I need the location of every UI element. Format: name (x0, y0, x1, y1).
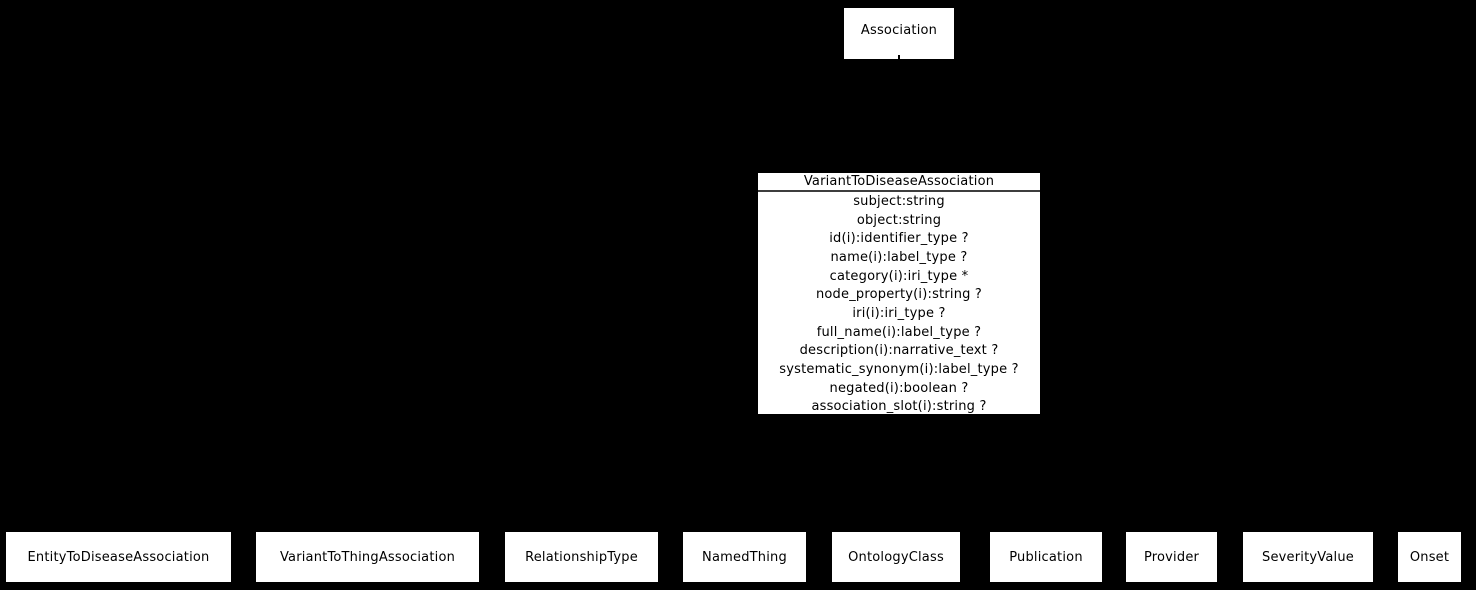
attribute-row: full_name(i):label_type ? (816, 324, 982, 340)
attribute-row: category(i):iri_type * (829, 268, 969, 284)
attribute-row: name(i):label_type ? (830, 249, 968, 265)
class-node-label: OntologyClass (848, 549, 944, 565)
attribute-row: iri(i):iri_type ? (852, 305, 946, 321)
attribute-row: systematic_synonym(i):label_type ? (779, 361, 1019, 377)
class-node-severity-value[interactable]: SeverityValue (1242, 531, 1374, 583)
class-node-association[interactable]: Association (843, 7, 955, 60)
class-node-onset[interactable]: Onset (1397, 531, 1462, 583)
attribute-row: negated(i):boolean ? (829, 380, 969, 396)
edge-stub (898, 55, 900, 59)
attribute-row: subject:string (853, 193, 945, 209)
class-node-label: SeverityValue (1262, 549, 1354, 565)
class-node-ontology-class[interactable]: OntologyClass (831, 531, 961, 583)
class-node-label: VariantToThingAssociation (279, 549, 456, 565)
class-node-label: NamedThing (702, 549, 787, 565)
class-node-variant-to-thing-association[interactable]: VariantToThingAssociation (255, 531, 480, 583)
class-node-entity-to-disease-association[interactable]: EntityToDiseaseAssociation (5, 531, 232, 583)
class-node-named-thing[interactable]: NamedThing (682, 531, 807, 583)
class-node-publication[interactable]: Publication (989, 531, 1103, 583)
attribute-row: association_slot(i):string ? (811, 399, 987, 415)
class-node-relationship-type[interactable]: RelationshipType (504, 531, 659, 583)
class-node-label: Provider (1143, 549, 1200, 565)
class-node-label: RelationshipType (525, 549, 638, 565)
attribute-list: subject:string object:string id(i):ident… (758, 192, 1040, 416)
attribute-row: id(i):identifier_type ? (829, 231, 969, 247)
attribute-row: object:string (856, 212, 942, 228)
attribute-row: node_property(i):string ? (815, 287, 983, 303)
class-title: VariantToDiseaseAssociation (758, 173, 1040, 192)
attribute-row: description(i):narrative_text ? (799, 343, 999, 359)
class-node-label: Publication (1009, 549, 1083, 565)
class-node-label: Onset (1409, 549, 1450, 565)
class-node-label: Association (860, 23, 938, 38)
class-node-variant-to-disease-association[interactable]: VariantToDiseaseAssociation subject:stri… (757, 172, 1041, 415)
class-node-label: EntityToDiseaseAssociation (27, 549, 210, 565)
class-node-provider[interactable]: Provider (1125, 531, 1218, 583)
